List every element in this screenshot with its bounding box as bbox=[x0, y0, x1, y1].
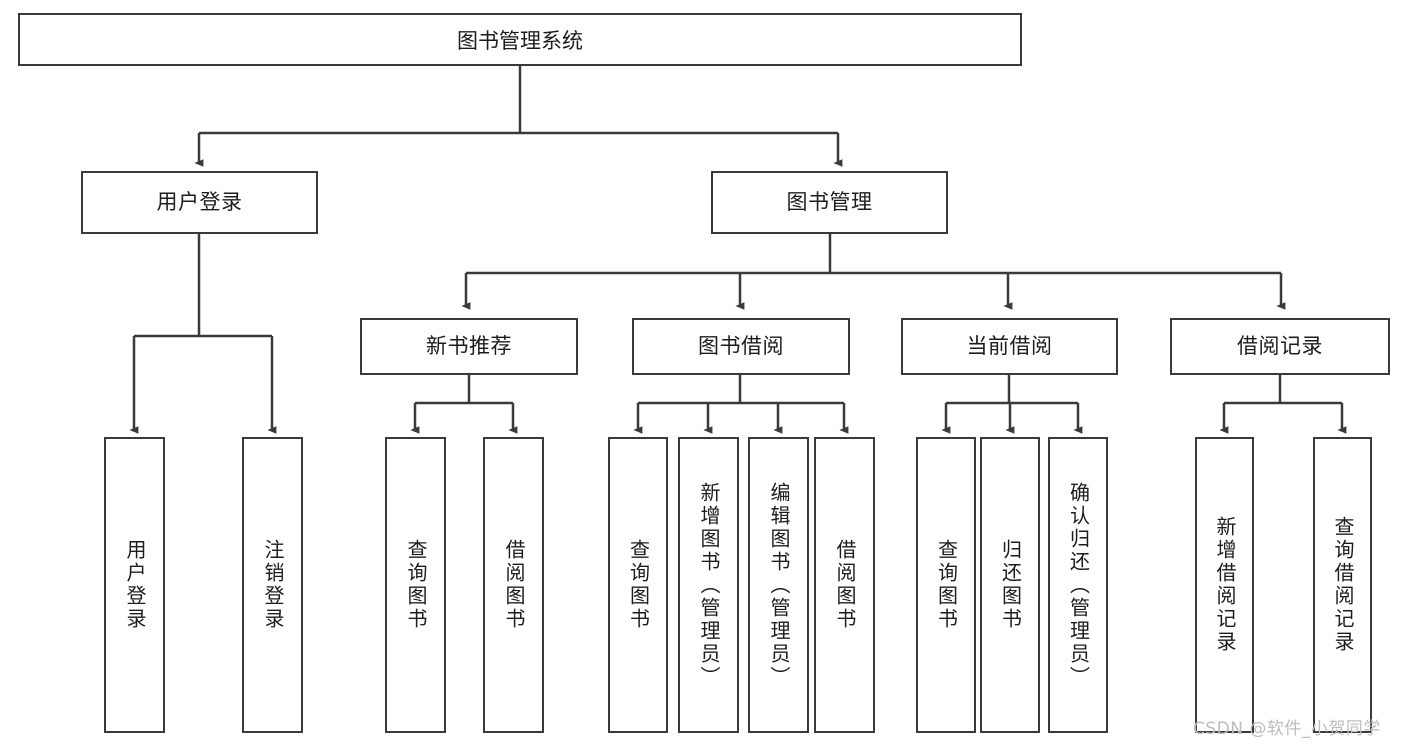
leaf-edit-book-admin[interactable]: 编辑图书（管理员） bbox=[748, 437, 809, 733]
node-borrow-record[interactable]: 借阅记录 bbox=[1170, 318, 1390, 375]
node-label: 查询图书 bbox=[626, 539, 651, 631]
node-label: 借阅图书 bbox=[833, 539, 857, 631]
node-label: 图书借阅 bbox=[698, 334, 784, 359]
node-label: 确认归还（管理员） bbox=[1066, 481, 1091, 689]
leaf-confirm-return-admin[interactable]: 确认归还（管理员） bbox=[1048, 437, 1108, 733]
node-label: 新书推荐 bbox=[426, 334, 512, 359]
node-label: 用户登录 bbox=[156, 190, 243, 215]
node-label: 查询借阅记录 bbox=[1331, 516, 1355, 654]
node-label: 当前借阅 bbox=[966, 334, 1053, 359]
node-new-book-recommend[interactable]: 新书推荐 bbox=[360, 318, 578, 375]
node-label: 新增借阅记录 bbox=[1213, 516, 1237, 654]
node-label: 图书管理 bbox=[786, 190, 873, 215]
node-label: 新增图书（管理员） bbox=[697, 481, 721, 689]
node-book-management[interactable]: 图书管理 bbox=[711, 171, 948, 234]
watermark: CSDN @软件_小贺同学 bbox=[1193, 719, 1381, 739]
leaf-query-borrow-record[interactable]: 查询借阅记录 bbox=[1313, 437, 1372, 733]
leaf-user-logout[interactable]: 注销登录 bbox=[242, 437, 303, 733]
node-current-borrow[interactable]: 当前借阅 bbox=[901, 318, 1118, 375]
node-label: 图书管理系统 bbox=[457, 28, 583, 53]
node-label: 注销登录 bbox=[261, 539, 285, 631]
node-label: 查询图书 bbox=[934, 539, 959, 631]
leaf-add-book-admin[interactable]: 新增图书（管理员） bbox=[678, 437, 739, 733]
leaf-query-book-recommend[interactable]: 查询图书 bbox=[385, 437, 446, 733]
node-book-management-system[interactable]: 图书管理系统 bbox=[18, 13, 1022, 66]
node-user-login[interactable]: 用户登录 bbox=[81, 171, 318, 234]
node-label: 用户登录 bbox=[123, 539, 147, 631]
leaf-query-book-borrow[interactable]: 查询图书 bbox=[608, 437, 668, 733]
node-label: 借阅图书 bbox=[502, 539, 526, 631]
leaf-query-book-current[interactable]: 查询图书 bbox=[916, 437, 976, 733]
node-book-borrow[interactable]: 图书借阅 bbox=[632, 318, 850, 375]
leaf-add-borrow-record[interactable]: 新增借阅记录 bbox=[1195, 437, 1254, 733]
node-label: 归还图书 bbox=[998, 539, 1023, 631]
leaf-user-login[interactable]: 用户登录 bbox=[104, 437, 165, 733]
leaf-borrow-book[interactable]: 借阅图书 bbox=[814, 437, 875, 733]
node-label: 编辑图书（管理员） bbox=[767, 481, 791, 689]
node-label: 查询图书 bbox=[404, 539, 428, 631]
node-label: 借阅记录 bbox=[1237, 334, 1323, 359]
leaf-borrow-book-recommend[interactable]: 借阅图书 bbox=[483, 437, 544, 733]
leaf-return-book[interactable]: 归还图书 bbox=[980, 437, 1040, 733]
